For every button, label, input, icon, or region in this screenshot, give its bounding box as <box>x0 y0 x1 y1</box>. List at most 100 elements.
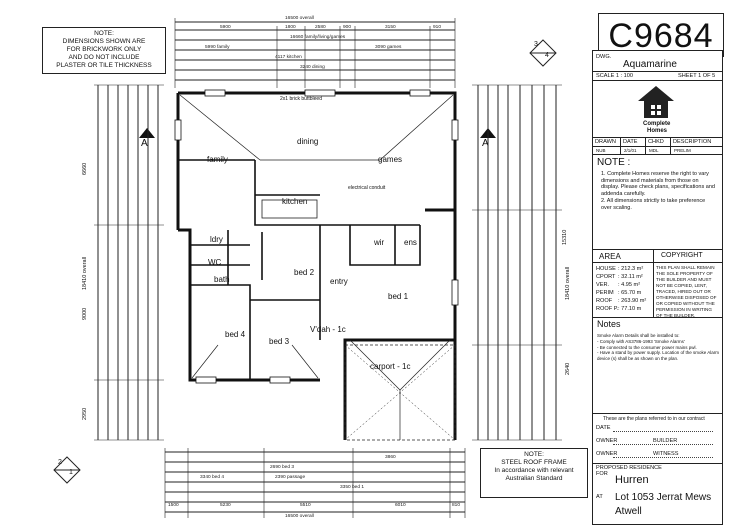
note-line: STEEL ROOF FRAME <box>501 459 567 466</box>
company-name: Homes <box>647 128 668 134</box>
area-value: : 212.3 m² <box>618 266 644 272</box>
room-kitchen: kitchen <box>282 197 308 206</box>
area-value: : 32.11 m² <box>618 274 643 280</box>
dim-bottom-misc: 3860 <box>385 455 396 460</box>
scale: SCALE 1 : 100 <box>596 73 634 79</box>
dim-bottom-part: 5230 <box>220 503 231 508</box>
room-entry: entry <box>330 277 348 286</box>
electrical-label: electrical conduit <box>348 185 386 191</box>
dim-top-part: 900 <box>343 25 352 30</box>
company-name: Complete <box>643 121 671 127</box>
room-wir: wir <box>374 238 385 247</box>
table-header: DRAWN <box>595 139 616 145</box>
area-value: : 263.90 m² <box>618 298 647 304</box>
note-item: 2. All dimensions strictly to take prefe… <box>601 198 706 211</box>
room-bath: bath <box>214 275 230 284</box>
witness-label: WITNESS <box>653 451 679 457</box>
note-line: In accordance with relevant <box>494 467 574 474</box>
area-value: : 77.10 m <box>618 306 642 312</box>
client-name: Hurren <box>615 474 649 486</box>
dim-top-part: 910 <box>433 25 442 30</box>
area-key: CPORT <box>596 274 616 280</box>
dim-top-part: 3150 <box>385 25 396 30</box>
dim-left-part: 2950 <box>82 407 88 420</box>
area-key: PERIM <box>596 290 614 296</box>
for-label: FOR <box>596 471 608 477</box>
room-family: family <box>207 155 228 164</box>
dim-bottom-misc: 2690 bed 3 <box>270 465 295 470</box>
overall-width-top: 16500 overall <box>285 16 314 21</box>
dim-bottom-part: 1500 <box>168 503 179 508</box>
dim-top-misc: 3090 games <box>375 45 402 50</box>
title-block: DWG. Aquamarine SCALE 1 : 100 SHEET 1 OF… <box>592 50 723 525</box>
plan-code-badge: C9684 <box>598 13 724 57</box>
notes-line: - Comply with AS3786-1993 'Smoke Alarms' <box>597 338 685 344</box>
lot-address: Lot 1053 Jerrat Mews <box>615 492 712 503</box>
notes-line: - Have a stand by power supply. Location… <box>597 350 719 362</box>
steel-roof-note: NOTE: STEEL ROOF FRAME In accordance wit… <box>480 448 588 498</box>
dim-right-part: 2640 <box>565 362 571 375</box>
dim-top-misc: 16660 family/living/games <box>290 35 346 40</box>
dwg-label: DWG. <box>596 54 612 60</box>
overall-width-bottom: 16500 overall <box>285 514 314 519</box>
note-line: DIMENSIONS SHOWN ARE <box>62 38 146 45</box>
copyright-text: THIS PLAN SHALL REMAIN THE SOLE PROPERTY… <box>656 265 717 318</box>
area-heading: AREA <box>599 252 621 261</box>
sheet-mark-label: 1 <box>69 469 73 476</box>
room-wc: WC <box>208 258 222 267</box>
contract-line: These are the plans referred to in our c… <box>603 416 705 422</box>
room-dining: dining <box>297 137 319 146</box>
sheet-mark-label: 4 <box>545 52 549 59</box>
area-key: ROOF P. <box>596 306 619 312</box>
note-line: NOTE: <box>524 451 544 458</box>
owner-label: OWNER <box>596 438 618 444</box>
dim-bottom-misc: 3350 bed 1 <box>340 485 365 490</box>
plan-code: C9684 <box>608 17 714 55</box>
table-cell: NUB <box>596 148 606 153</box>
room-ldry: ldry <box>210 235 223 244</box>
dim-top-part: 5900 <box>220 25 231 30</box>
room-ens: ens <box>404 238 417 247</box>
sheet-mark-bottom: 2 1 <box>52 455 82 485</box>
date-label: DATE <box>596 425 611 431</box>
notes-line: - Be connected to the consumer power mai… <box>597 344 697 350</box>
note-line: AND DO NOT INCLUDE <box>68 54 140 61</box>
dim-bottom-part: 810 <box>452 503 461 508</box>
table-cell: PRELIM <box>674 148 691 153</box>
table-cell: MDL <box>649 148 659 153</box>
builder-label: BUILDER <box>653 438 678 444</box>
company-logo <box>636 85 676 121</box>
dim-top-part: 2580 <box>315 25 326 30</box>
note-line: PLASTER OR TILE THICKNESS <box>56 62 152 69</box>
design-name: Aquamarine <box>623 59 677 70</box>
area-value: : 4.95 m² <box>618 282 641 288</box>
area-key: HOUSE <box>596 266 616 272</box>
room-bed1: bed 1 <box>388 292 409 301</box>
area-value: : 65.70 m <box>618 290 642 296</box>
area-key: ROOF <box>596 298 613 304</box>
note-heading: NOTE : <box>597 157 631 168</box>
sheet-mark-label: 2 <box>58 459 62 466</box>
brickwork-note: NOTE: DIMENSIONS SHOWN ARE FOR BRICKWORK… <box>42 27 166 74</box>
dim-top-misc: 4117 kitchen <box>275 55 302 60</box>
at-label: AT <box>596 494 603 500</box>
section-label: A <box>482 138 489 149</box>
notes-heading: Notes <box>597 319 621 329</box>
notes-line: Smoke Alarm Details shall be installed t… <box>597 333 680 338</box>
dim-top-misc: 5990 family <box>205 45 230 50</box>
proposed-label: PROPOSED RESIDENCE <box>596 465 662 471</box>
owner-label: OWNER <box>596 451 618 457</box>
room-verandah: V'dah - 1c <box>310 325 346 334</box>
sheet-mark-label: 3 <box>534 41 538 48</box>
room-carport: carport - 1c <box>370 362 411 371</box>
notes-body: Smoke Alarm Details shall be installed t… <box>597 333 719 362</box>
linen-label: 2x1 brick buttbleed <box>280 96 322 102</box>
sheet-mark-top: 3 4 <box>528 38 558 68</box>
table-cell: 2/1/01 <box>624 148 637 153</box>
dim-left-part: 9000 <box>82 307 88 320</box>
room-bed4: bed 4 <box>225 330 246 339</box>
copyright-heading: COPYRIGHT <box>661 252 703 259</box>
dim-right-part: 18410 overall <box>565 266 571 300</box>
dim-bottom-part: 5510 <box>300 503 311 508</box>
section-marker-left: A <box>137 126 157 152</box>
